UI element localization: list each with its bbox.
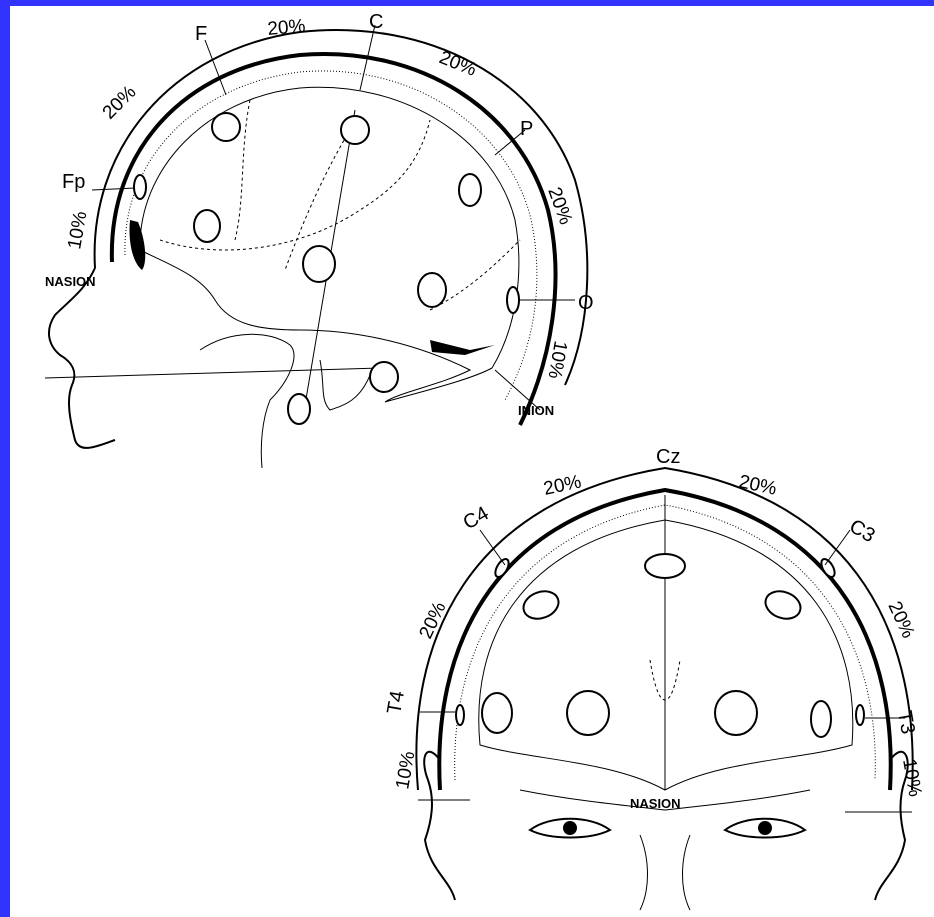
label-nasion-lateral: NASION: [45, 274, 96, 289]
electrode-t4: [456, 705, 464, 725]
label-c4: C4: [460, 502, 493, 534]
label-inion: INION: [518, 403, 554, 418]
electrode-c3-low: [715, 691, 757, 735]
pct-c4-cz: 20%: [542, 471, 584, 499]
electrode-o: [507, 287, 519, 313]
frontal-nose: [640, 835, 690, 910]
frontal-pupil-right: [758, 821, 772, 835]
lateral-face-profile: [49, 268, 115, 448]
electrode-t4-inner: [482, 693, 512, 733]
lateral-horizon-line: [45, 368, 380, 378]
electrode-parietal-low: [418, 273, 446, 307]
electrode-temporal: [303, 246, 335, 282]
pct-nasion-fp: 10%: [64, 210, 91, 251]
lateral-neck: [200, 334, 294, 468]
label-c: C: [369, 11, 383, 33]
lateral-ear: [320, 360, 370, 410]
electrode-ear: [370, 362, 398, 392]
lateral-head-view: Fp F C P O NASION INION 20% 20% 20% 20% …: [45, 11, 594, 468]
pct-cz-c3: 20%: [737, 471, 779, 499]
pct-c-p: 20%: [436, 47, 479, 81]
lateral-brain-outline: [140, 87, 519, 402]
electrode-mastoid: [288, 394, 310, 424]
tick-f: [205, 40, 226, 95]
electrode-t3-inner: [811, 701, 831, 737]
label-c3: C3: [846, 515, 879, 547]
electrode-c: [341, 116, 369, 144]
lateral-measure-arc: [95, 30, 588, 385]
electrode-f4: [520, 587, 563, 624]
label-t4: T4: [383, 689, 409, 716]
electrode-p: [459, 174, 481, 206]
electrode-t3: [856, 705, 864, 725]
pct-t4-ear: 10%: [392, 750, 419, 791]
electrode-c4-low: [567, 691, 609, 735]
electrode-frontal-low: [194, 210, 220, 242]
pct-f-c: 20%: [267, 16, 307, 40]
lateral-occipital-fan: [430, 340, 495, 355]
frontal-pupil-left: [563, 821, 577, 835]
pct-t4-c4: 20%: [415, 599, 450, 642]
pct-c3-t3: 20%: [883, 598, 918, 641]
label-t3: T3: [893, 709, 919, 736]
label-cz: Cz: [656, 446, 680, 468]
label-nasion-frontal: NASION: [630, 796, 681, 811]
label-o: O: [578, 292, 594, 314]
pct-fp-f: 20%: [99, 82, 141, 124]
label-fp: Fp: [62, 171, 85, 193]
electrode-f: [212, 113, 240, 141]
label-p: P: [520, 118, 533, 140]
tick-fp: [92, 188, 135, 190]
electrode-fp: [134, 175, 146, 199]
electrode-cz: [645, 554, 685, 578]
frontal-head-view: Cz C4 C3 T4 T3 NASION 20% 20% 20% 20% 10…: [383, 446, 925, 910]
label-f: F: [195, 23, 207, 45]
electrode-f3: [762, 587, 805, 624]
lateral-frontal-sinus: [130, 220, 146, 270]
